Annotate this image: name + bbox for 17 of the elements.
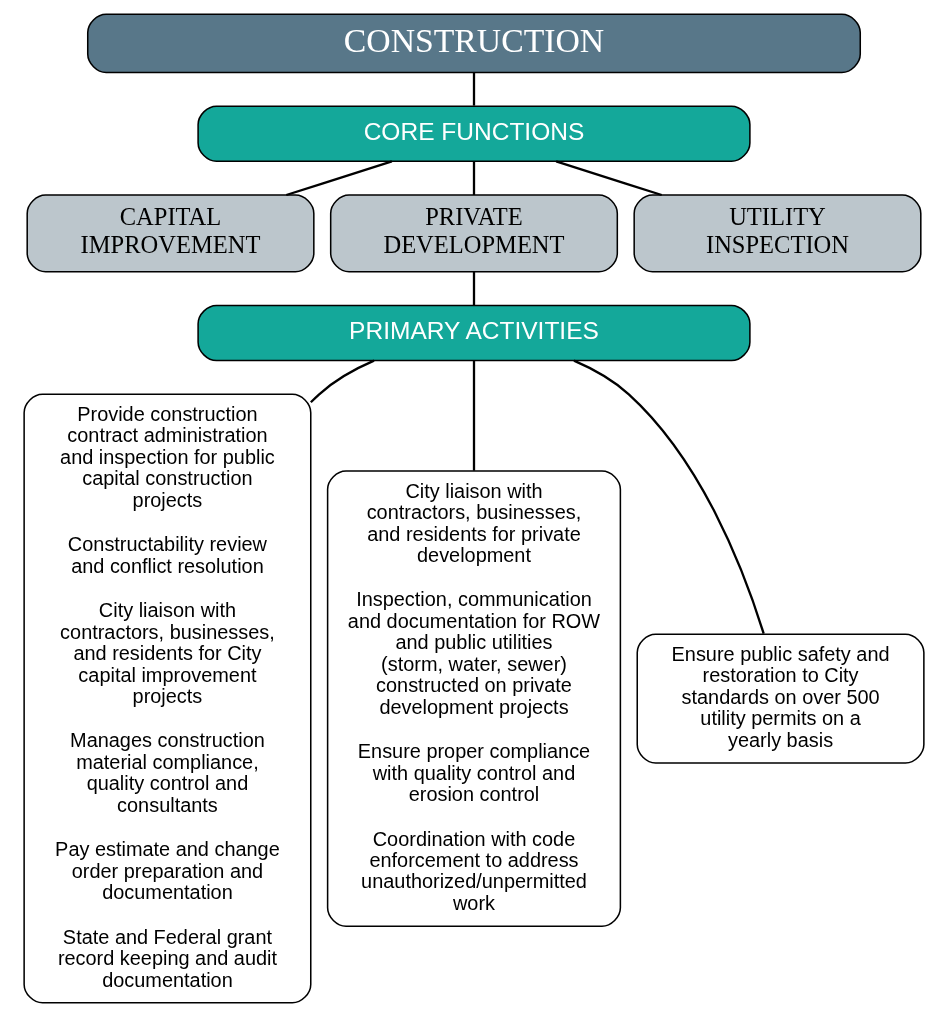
connector (555, 160, 663, 197)
node-box: PRIMARY ACTIVITIES (197, 304, 751, 362)
connector (472, 271, 476, 306)
connector (472, 72, 476, 106)
node-box: UTILITY INSPECTION (633, 194, 922, 273)
connector (573, 359, 765, 634)
connector (285, 160, 393, 197)
node-box: Provide construction contract administration and inspection for public capital construction projects Constructability review and conflict resolution City liaison with contractors, businesses, and residents for City capital improvement projects Manages construction material compliance, quality control and consultants Pay estimate and change order preparation and documentation State and Federal grant record keeping and audit documentation (23, 393, 312, 1004)
connector (472, 360, 476, 471)
node-box: CONSTRUCTION (86, 13, 862, 74)
node-box: PRIVATE DEVELOPMENT (329, 194, 619, 273)
connector (310, 359, 375, 404)
node-box: City liaison with contractors, businesses, and residents for private development Inspection, communication and documentation for ROW and public utilities (storm, water, sewer) constructed on private development projects Ensure proper compliance with quality control and erosion control Coordination with code enforcement to address unauthorized/unpermitted work (326, 470, 622, 927)
node-box: CAPITAL IMPROVEMENT (26, 194, 315, 273)
node-box: CORE FUNCTIONS (197, 105, 751, 163)
connector (472, 161, 476, 195)
node-box: Ensure public safety and restoration to City standards on over 500 utility permits on a yearly basis (636, 633, 925, 764)
